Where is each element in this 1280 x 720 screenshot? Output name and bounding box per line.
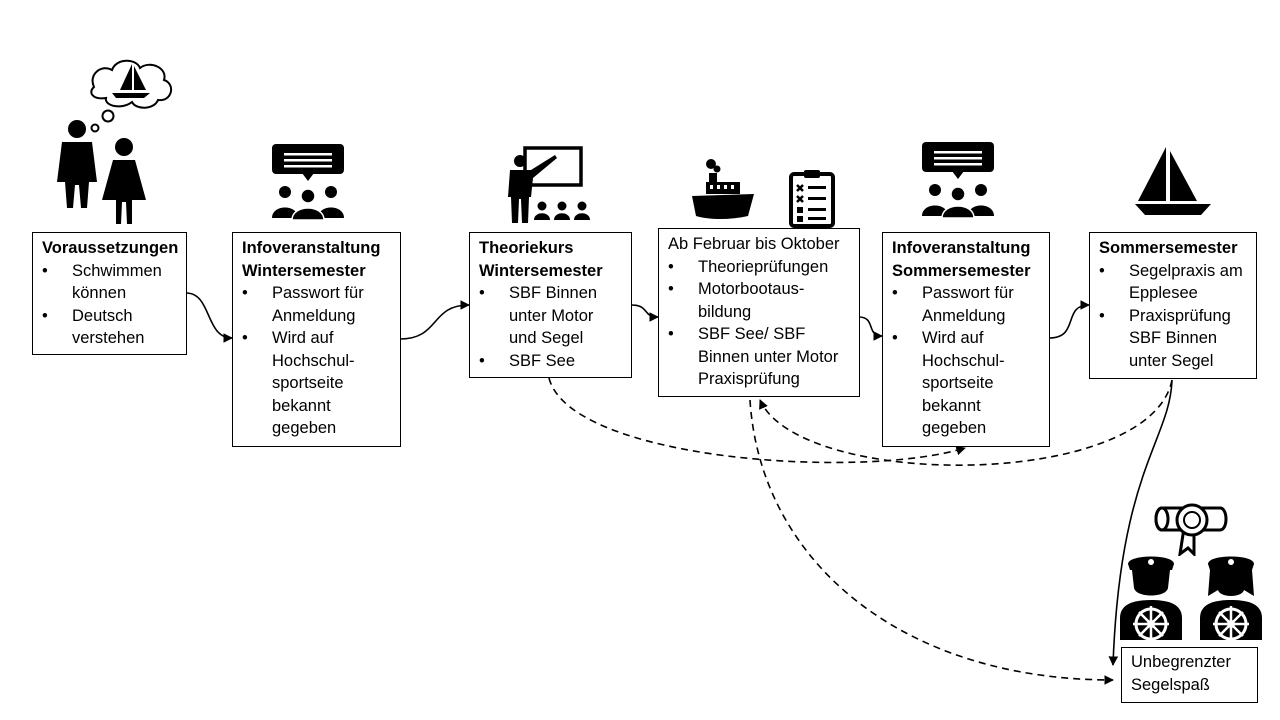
step-prerequisites: Voraussetzungen Schwimmen können Deutsch… [32, 232, 187, 355]
certificate-diploma-icon [1154, 503, 1228, 556]
motorboat-icon [692, 159, 754, 219]
step-exams-feb-oct: Ab Februar bis Oktober Theorieprüfungen … [658, 228, 860, 397]
info-event-audience-icon [272, 144, 344, 221]
step-theory-course: Theoriekurs Wintersemester SBF Binnen un… [469, 232, 632, 378]
list-item: SBF See/ SBF Binnen unter Motor Praxispr… [668, 323, 852, 391]
list-item: Wird auf Hochschul-sportseite bekannt ge… [242, 327, 393, 440]
connector-5-6 [1048, 300, 1090, 339]
list-item: Theorieprüfungen [668, 256, 852, 279]
dashed-theory-to-summer-info [548, 377, 966, 464]
step-title: Infoveranstaltung Sommersemester [892, 239, 1031, 280]
connector-4-5 [858, 316, 883, 341]
step-info-winter: Infoveranstaltung Wintersemester Passwor… [232, 232, 401, 447]
step-title: Ab Februar bis Oktober [668, 235, 840, 253]
connector-2-3 [399, 300, 470, 340]
list-item: Passwort für Anmeldung [242, 282, 393, 327]
sailboat-icon [1135, 147, 1211, 215]
list-item: Deutsch verstehen [42, 305, 179, 350]
result-text: Unbegrenzter Segelspaß [1131, 653, 1231, 694]
step-info-summer: Infoveranstaltung Sommersemester Passwor… [882, 232, 1050, 447]
list-item: SBF See [479, 350, 624, 373]
list-item: Schwimmen können [42, 260, 179, 305]
captains-at-helm-icon [1120, 556, 1262, 640]
step-title: Theoriekurs Wintersemester [479, 239, 603, 280]
list-item: Wird auf Hochschul-sportseite bekannt ge… [892, 327, 1042, 440]
list-item: SBF Binnen unter Motor und Segel [479, 282, 624, 350]
list-item: Segelpraxis am Epplesee [1099, 260, 1249, 305]
checklist-icon [789, 170, 835, 228]
connector-3-4 [630, 304, 659, 322]
list-item: Passwort für Anmeldung [892, 282, 1042, 327]
step-title: Voraussetzungen [42, 239, 179, 257]
connector-1-2 [185, 292, 233, 343]
step-title: Infoveranstaltung Wintersemester [242, 239, 381, 280]
connector-6-result [1108, 379, 1173, 666]
result-box: Unbegrenzter Segelspaß [1121, 647, 1258, 703]
list-item: Praxisprüfung SBF Binnen unter Segel [1099, 305, 1249, 373]
dashed-summer-to-exams [759, 379, 1173, 466]
couple-dreaming-of-sailboat-icon [57, 59, 173, 224]
teacher-at-board-icon [508, 146, 590, 223]
step-summer-semester: Sommersemester Segelpraxis am Epplesee P… [1089, 232, 1257, 379]
info-event-audience-icon [922, 142, 994, 219]
dashed-exams-to-result [749, 399, 1114, 685]
step-title: Sommersemester [1099, 239, 1238, 257]
list-item: Motorbootaus-bildung [668, 278, 852, 323]
